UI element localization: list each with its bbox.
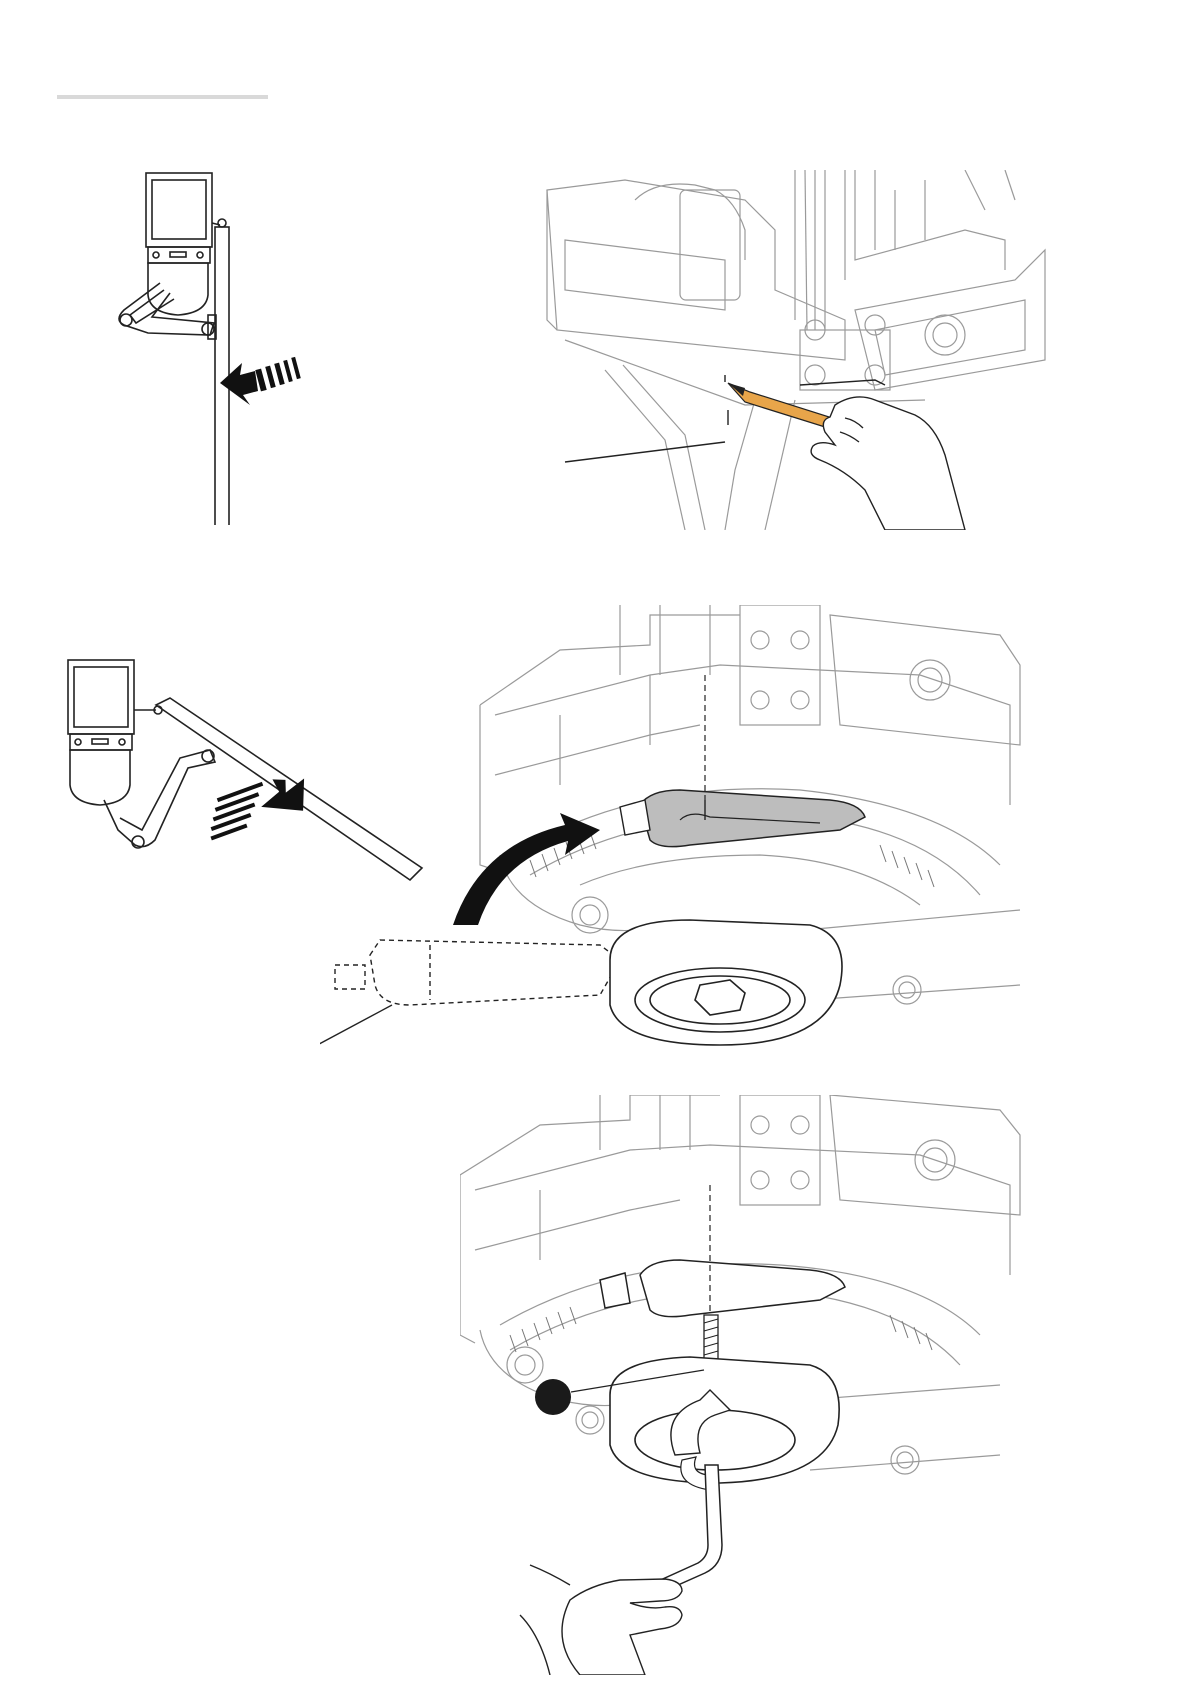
- figure-cam-stop: [320, 605, 1100, 1055]
- hand-icon: [520, 1565, 682, 1675]
- hex-key-icon: [654, 1465, 722, 1593]
- hex-key-tighten-drawing: [460, 1095, 1100, 1675]
- rotation-arrow-icon: [453, 813, 600, 925]
- open-arrow-icon: [210, 769, 314, 840]
- cam-stop-icon: [620, 790, 865, 847]
- figure-hex-key-tighten: [460, 1095, 1100, 1675]
- hand-icon: [811, 397, 965, 530]
- cam-stop-drawing: [320, 605, 1100, 1055]
- figure-gate-closed: [90, 165, 330, 525]
- figure-pencil-mark: [545, 170, 1085, 530]
- cam-ghost-outline: [335, 940, 620, 1005]
- hub-disc: [610, 1357, 839, 1483]
- hub-disc: [610, 920, 842, 1045]
- operator-pencil-mark-drawing: [545, 170, 1085, 530]
- gate-closed-schematic: [90, 165, 330, 525]
- header-rule: [57, 95, 268, 99]
- push-arrow-icon: [220, 357, 301, 405]
